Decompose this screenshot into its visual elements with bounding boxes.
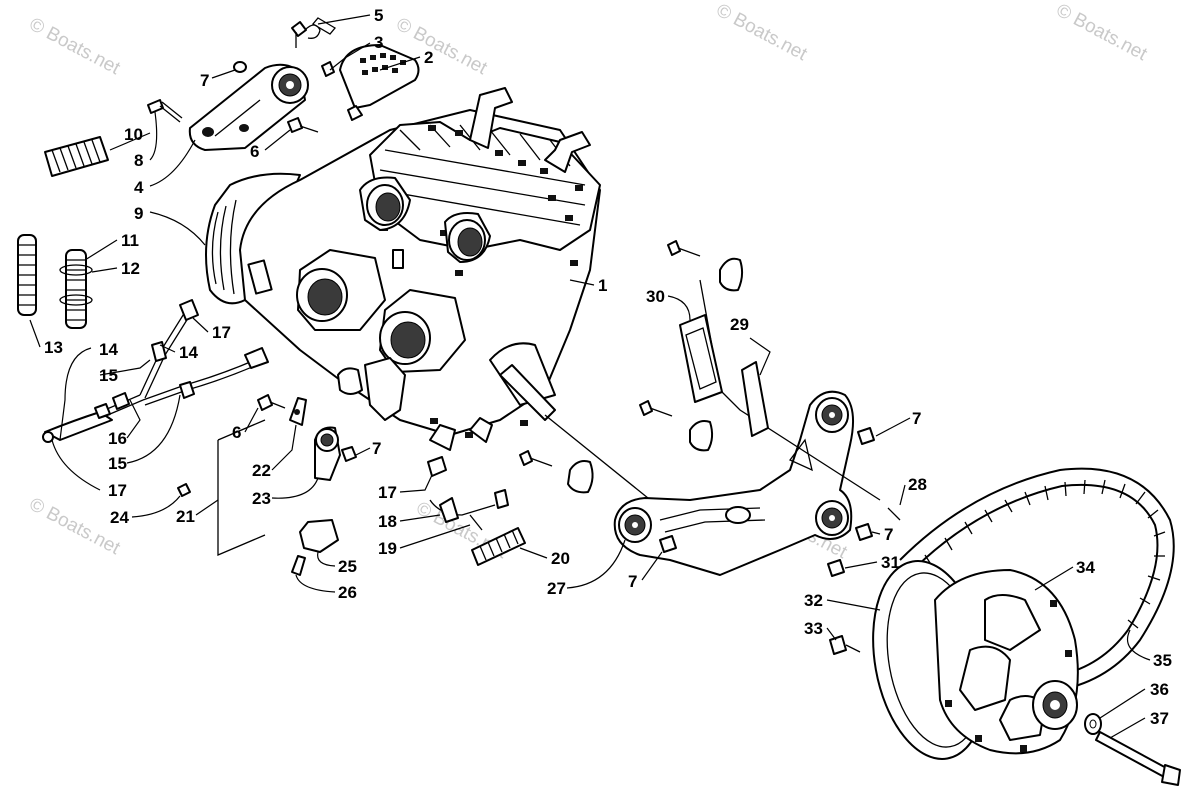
callout-16: 16 (108, 429, 127, 448)
callout-27: 27 (547, 579, 566, 598)
callout-14-b: 14 (179, 343, 198, 362)
callout-14: 14 (99, 340, 118, 359)
callout-6: 6 (250, 142, 259, 161)
watermark: © Boats.net (1053, 0, 1151, 65)
callout-35: 35 (1153, 651, 1172, 670)
callout-26: 26 (338, 583, 357, 602)
leader-lines (29, 14, 1151, 739)
engine-mount-plate (188, 63, 309, 151)
callout-10: 10 (124, 125, 143, 144)
engine-assembly (205, 87, 701, 541)
clutch-bracket (519, 240, 901, 577)
callout-23: 23 (252, 489, 271, 508)
fuel-hoses (42, 299, 269, 443)
lower-mount-hardware (177, 394, 526, 576)
watermark: © Boats.net (26, 14, 124, 80)
callout-33: 33 (804, 619, 823, 638)
callout-1: 1 (598, 276, 607, 295)
springs-left (17, 136, 109, 329)
callout-15-b: 15 (108, 454, 127, 473)
callout-19: 19 (378, 539, 397, 558)
callout-12: 12 (121, 259, 140, 278)
callout-32: 32 (804, 591, 823, 610)
callout-28: 28 (908, 475, 927, 494)
callout-2: 2 (424, 48, 433, 67)
callout-20: 20 (551, 549, 570, 568)
callout-24: 24 (110, 508, 129, 527)
callout-31: 31 (881, 553, 900, 572)
watermark: © Boats.net (713, 0, 811, 65)
callout-25: 25 (338, 557, 357, 576)
callout-3: 3 (374, 33, 383, 52)
callout-8: 8 (134, 151, 143, 170)
callout-7-e: 7 (372, 439, 381, 458)
callout-30: 30 (646, 287, 665, 306)
callout-15: 15 (99, 366, 118, 385)
callout-5: 5 (374, 6, 383, 25)
callout-7-c: 7 (884, 525, 893, 544)
callout-36: 36 (1150, 680, 1169, 699)
starter-handle (339, 44, 420, 121)
callout-17-c: 17 (378, 483, 397, 502)
callout-34: 34 (1076, 558, 1095, 577)
callout-7-d: 7 (628, 572, 637, 591)
callout-29: 29 (730, 315, 749, 334)
callout-21: 21 (176, 507, 195, 526)
callout-37: 37 (1150, 709, 1169, 728)
callout-11: 11 (121, 231, 139, 250)
drive-clutch (829, 467, 1181, 786)
callout-7: 7 (200, 71, 209, 90)
callout-22: 22 (252, 461, 271, 480)
callout-7-b: 7 (912, 409, 921, 428)
callout-6-b: 6 (232, 423, 241, 442)
callout-17: 17 (212, 323, 231, 342)
callout-4: 4 (134, 178, 144, 197)
callout-13: 13 (44, 338, 63, 357)
top-hardware (147, 17, 336, 133)
callout-9: 9 (134, 204, 143, 223)
callout-17-b: 17 (108, 481, 127, 500)
callout-numbers: 1 2 3 4 5 6 7 8 9 10 11 12 13 14 14 15 1… (44, 6, 1172, 728)
callout-18: 18 (378, 512, 397, 531)
